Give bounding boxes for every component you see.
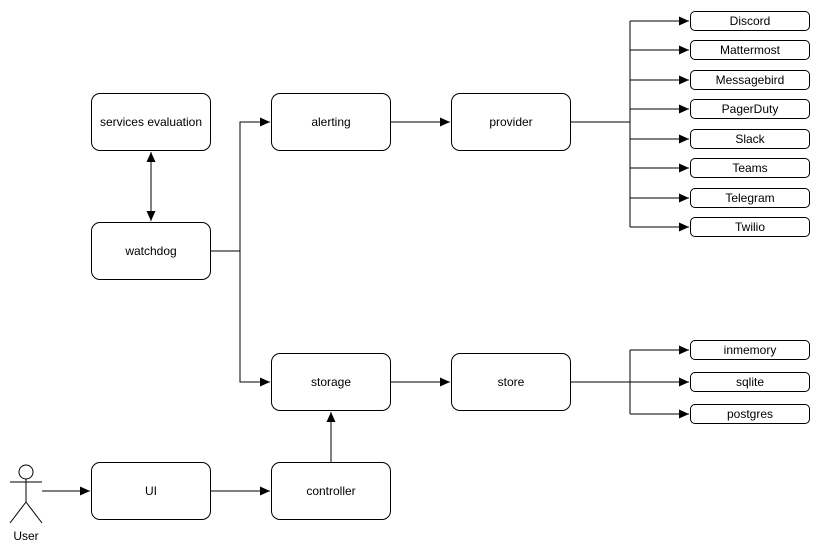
node-services-evaluation: services evaluation: [91, 93, 211, 151]
leaf-provider-mattermost: Mattermost: [690, 40, 810, 60]
leaf-store-inmemory: inmemory: [690, 340, 810, 360]
node-provider: provider: [451, 93, 571, 151]
node-controller: controller: [271, 462, 391, 520]
leaf-provider-twilio: Twilio: [690, 217, 810, 237]
node-store: store: [451, 353, 571, 411]
edge-junction-alerting: [239, 117, 270, 251]
leaf-provider-pagerduty: PagerDuty: [690, 99, 810, 119]
leaf-provider-discord: Discord: [690, 11, 810, 31]
node-alerting: alerting: [271, 93, 391, 151]
node-ui: UI: [91, 462, 211, 520]
node-watchdog: watchdog: [91, 222, 211, 280]
leaf-provider-slack: Slack: [690, 129, 810, 149]
leaf-provider-teams: Teams: [690, 158, 810, 178]
node-storage: storage: [271, 353, 391, 411]
leaf-provider-messagebird: Messagebird: [690, 70, 810, 90]
edge-junction-storage: [239, 251, 270, 387]
leaf-store-postgres: postgres: [690, 404, 810, 424]
leaf-store-sqlite: sqlite: [690, 372, 810, 392]
leaf-provider-telegram: Telegram: [690, 188, 810, 208]
user-actor-icon: [9, 464, 43, 524]
user-actor-label: User: [13, 529, 39, 543]
